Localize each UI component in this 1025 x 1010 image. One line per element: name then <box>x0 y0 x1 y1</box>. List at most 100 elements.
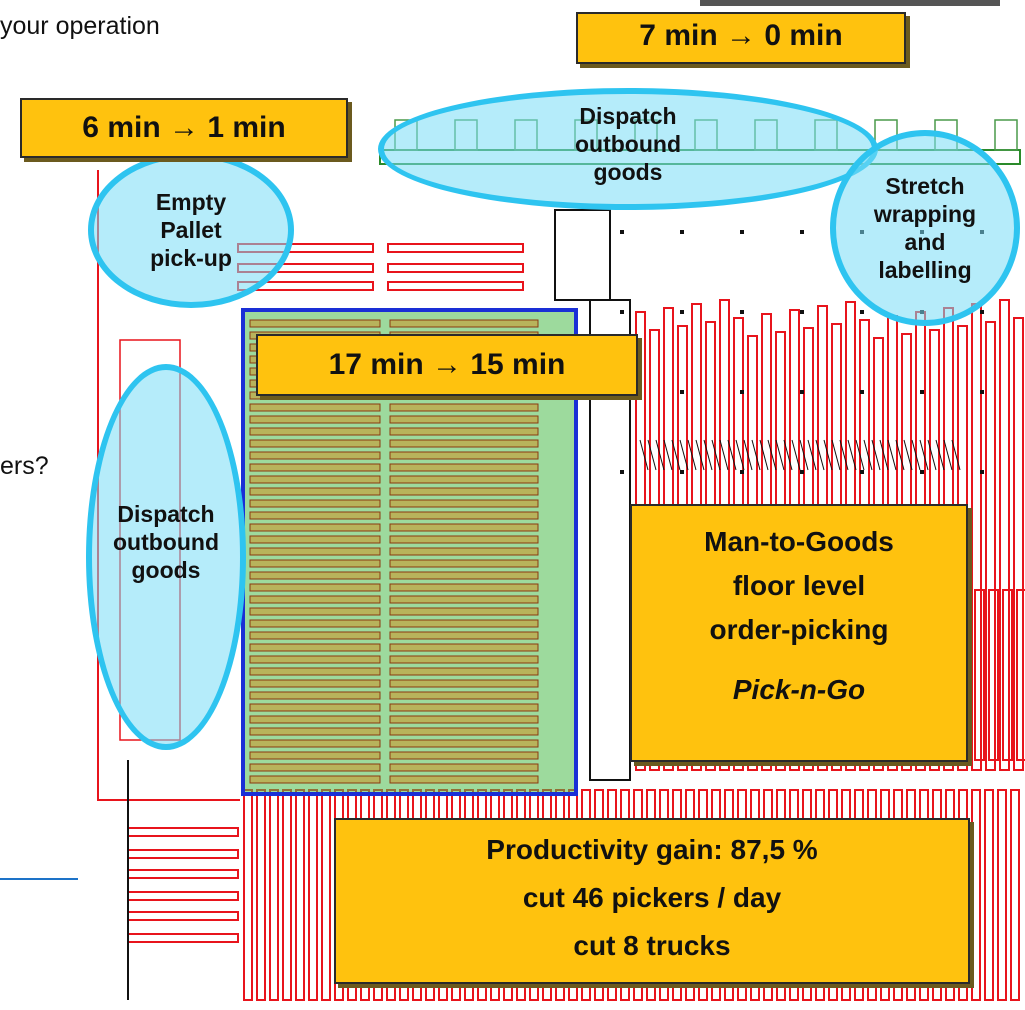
pick-row <box>249 763 381 772</box>
hatch <box>783 439 793 471</box>
pillar <box>860 470 864 474</box>
hatch <box>839 439 849 471</box>
pillar <box>800 230 804 234</box>
pick-row <box>389 619 539 628</box>
hatch <box>711 439 721 471</box>
pillar <box>740 230 744 234</box>
rack-column <box>999 299 1010 771</box>
pick-row <box>249 703 381 712</box>
pick-row <box>389 427 539 436</box>
rack-row <box>387 243 524 253</box>
pillar <box>920 470 924 474</box>
trucks-cut: cut 8 trucks <box>573 930 731 961</box>
pick-row <box>249 667 381 676</box>
pick-row <box>249 547 381 556</box>
pick-row <box>249 751 381 760</box>
hatch <box>695 439 705 471</box>
pick-row <box>249 571 381 580</box>
pillar <box>800 310 804 314</box>
hatch <box>887 439 897 471</box>
pick-row <box>249 427 381 436</box>
area-dispatch-outbound-top: Dispatch outbound goods <box>378 88 878 210</box>
pick-row <box>389 499 539 508</box>
rack-column <box>988 589 999 761</box>
pick-row <box>389 763 539 772</box>
pick-row <box>389 583 539 592</box>
pick-row <box>249 463 381 472</box>
pick-row <box>389 475 539 484</box>
hatch <box>735 439 745 471</box>
hatch <box>943 439 953 471</box>
hatch <box>647 439 657 471</box>
hatch <box>815 439 825 471</box>
pick-row <box>389 655 539 664</box>
rack-column <box>1013 317 1024 771</box>
hatch <box>767 439 777 471</box>
pillar <box>800 390 804 394</box>
pillar <box>860 310 864 314</box>
pillar <box>860 390 864 394</box>
pick-row <box>389 487 539 496</box>
pick-row <box>249 403 381 412</box>
rack-row <box>127 891 239 901</box>
area-empty-pallet-pickup: Empty Pallet pick-up <box>88 152 294 308</box>
rack-column <box>269 789 279 1001</box>
pick-n-go-label: Pick-n-Go <box>732 674 866 705</box>
pillar <box>680 390 684 394</box>
pick-row <box>389 415 539 424</box>
rack-column <box>974 589 985 761</box>
rack-column <box>984 789 994 1001</box>
hatch <box>743 439 753 471</box>
photo-strip <box>700 0 1000 6</box>
rack-column <box>321 789 331 1001</box>
pick-row <box>389 727 539 736</box>
area-stretch-wrapping: Stretch wrapping and labelling <box>830 130 1020 326</box>
time-box-dispatch: 7 min → 0 min <box>576 12 906 64</box>
productivity-gain: Productivity gain: 87,5 % <box>486 834 818 865</box>
pick-row <box>389 739 539 748</box>
hatch <box>823 439 833 471</box>
hatch <box>663 439 673 471</box>
pick-row <box>249 775 381 784</box>
rack-row <box>127 933 239 943</box>
rack-column <box>282 789 292 1001</box>
pick-row <box>249 727 381 736</box>
pillar <box>620 470 624 474</box>
pick-row <box>249 499 381 508</box>
hatch <box>799 439 809 471</box>
pick-row <box>389 607 539 616</box>
pick-row <box>389 667 539 676</box>
rack-column <box>971 789 981 1001</box>
pillar <box>620 310 624 314</box>
rack-column <box>243 789 253 1001</box>
pillar <box>980 310 984 314</box>
rack-column <box>1010 789 1020 1001</box>
hatch <box>671 439 681 471</box>
rack-row <box>387 281 524 291</box>
hatch <box>687 439 697 471</box>
pick-row <box>249 451 381 460</box>
hatch <box>927 439 937 471</box>
pick-row <box>389 775 539 784</box>
pick-row <box>389 679 539 688</box>
hatch <box>855 439 865 471</box>
pick-row <box>249 607 381 616</box>
pillar <box>740 390 744 394</box>
pick-row <box>249 487 381 496</box>
wall <box>97 170 240 801</box>
pickers-cut: cut 46 pickers / day <box>522 882 782 913</box>
pick-row <box>389 571 539 580</box>
rack-column <box>985 321 996 771</box>
rack-row <box>127 827 239 837</box>
rack-row <box>127 869 239 879</box>
hatch <box>791 439 801 471</box>
pick-row <box>389 451 539 460</box>
pick-row <box>389 403 539 412</box>
pick-row <box>249 631 381 640</box>
pick-row <box>389 631 539 640</box>
pick-row <box>249 475 381 484</box>
pick-row <box>249 511 381 520</box>
hatch <box>807 439 817 471</box>
pillar <box>980 470 984 474</box>
rack-row <box>127 849 239 859</box>
